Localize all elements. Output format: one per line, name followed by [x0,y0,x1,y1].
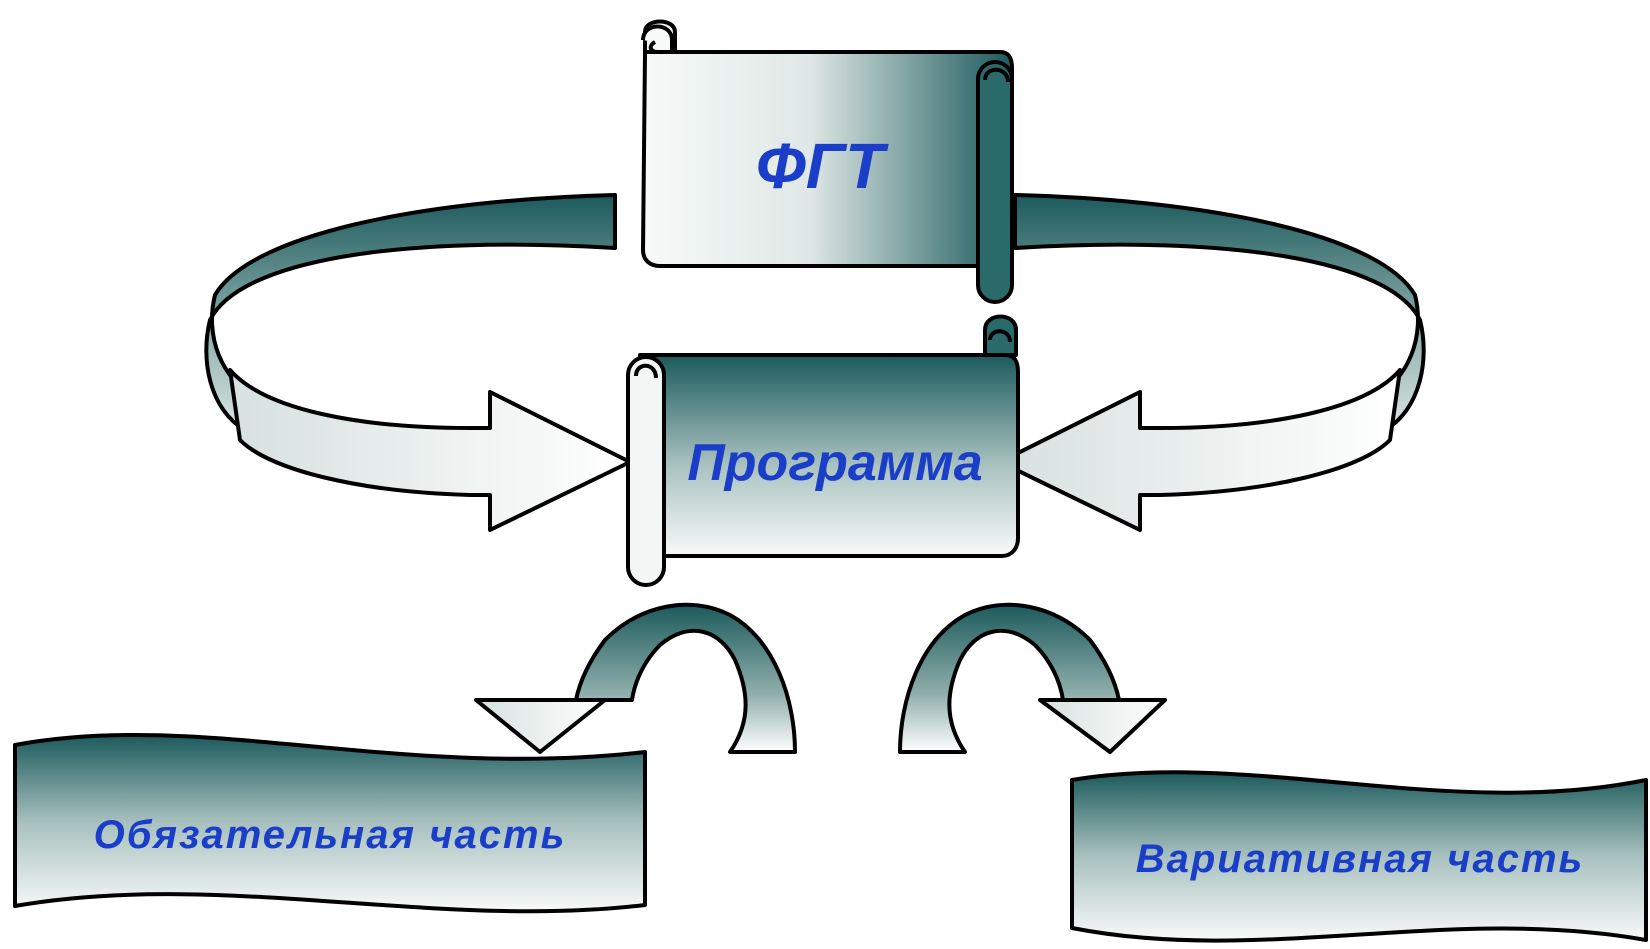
edge-programma-to-variativnaya [898,602,1167,754]
node-obyazatelnaya: Обязательная часть [13,733,647,914]
node-variativnaya: Вариативная часть [1070,770,1648,943]
node-label-fgt: ФГТ [756,130,889,202]
edge-fgt-to-programma-left [204,193,632,532]
node-fgt: ФГТ [641,19,1014,304]
edge-programma-to-obyazatelnaya [474,602,797,754]
node-programma: Программа [626,314,1020,587]
node-label-obyazatelnaya: Обязательная часть [94,813,567,857]
node-label-variativnaya: Вариативная часть [1136,837,1585,881]
edge-fgt-to-programma-right [998,193,1426,532]
node-label-programma: Программа [687,434,982,492]
